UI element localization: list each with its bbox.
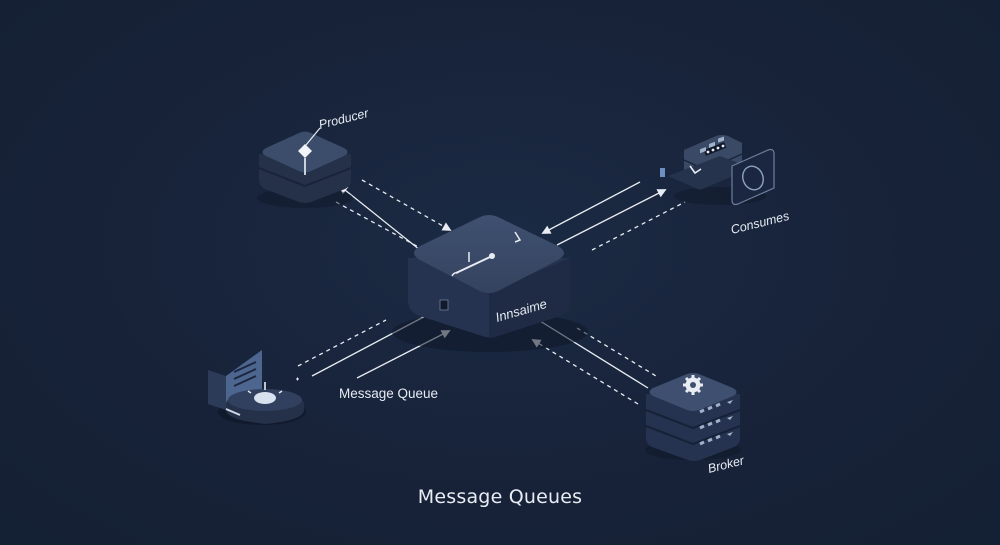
producer-label: Producer	[317, 106, 370, 132]
server-stack-icon	[645, 136, 741, 461]
consumer-device-icon	[731, 148, 775, 206]
arrow-producer-to-queue-dashed-2	[335, 201, 425, 251]
consumer-node	[660, 135, 775, 206]
diagram-title: Message Queues	[417, 486, 583, 508]
arrow-queue-to-producer	[338, 184, 421, 251]
arrow-queue-to-consumer	[556, 189, 667, 246]
arrow-consumer-dashed	[591, 201, 686, 251]
producer-node	[257, 127, 353, 208]
arrow-client-to-queue-dashed	[297, 319, 387, 367]
arrow-producer-to-queue-dashed	[361, 179, 452, 231]
client-label: Message Queue	[339, 386, 438, 401]
queue-box-icon	[392, 215, 588, 352]
monitor-hub-icon	[208, 350, 306, 425]
upload-arrow-icon	[298, 144, 312, 175]
arrow-consumer-to-queue	[541, 181, 641, 234]
consumer-label: Consumes	[729, 209, 790, 237]
